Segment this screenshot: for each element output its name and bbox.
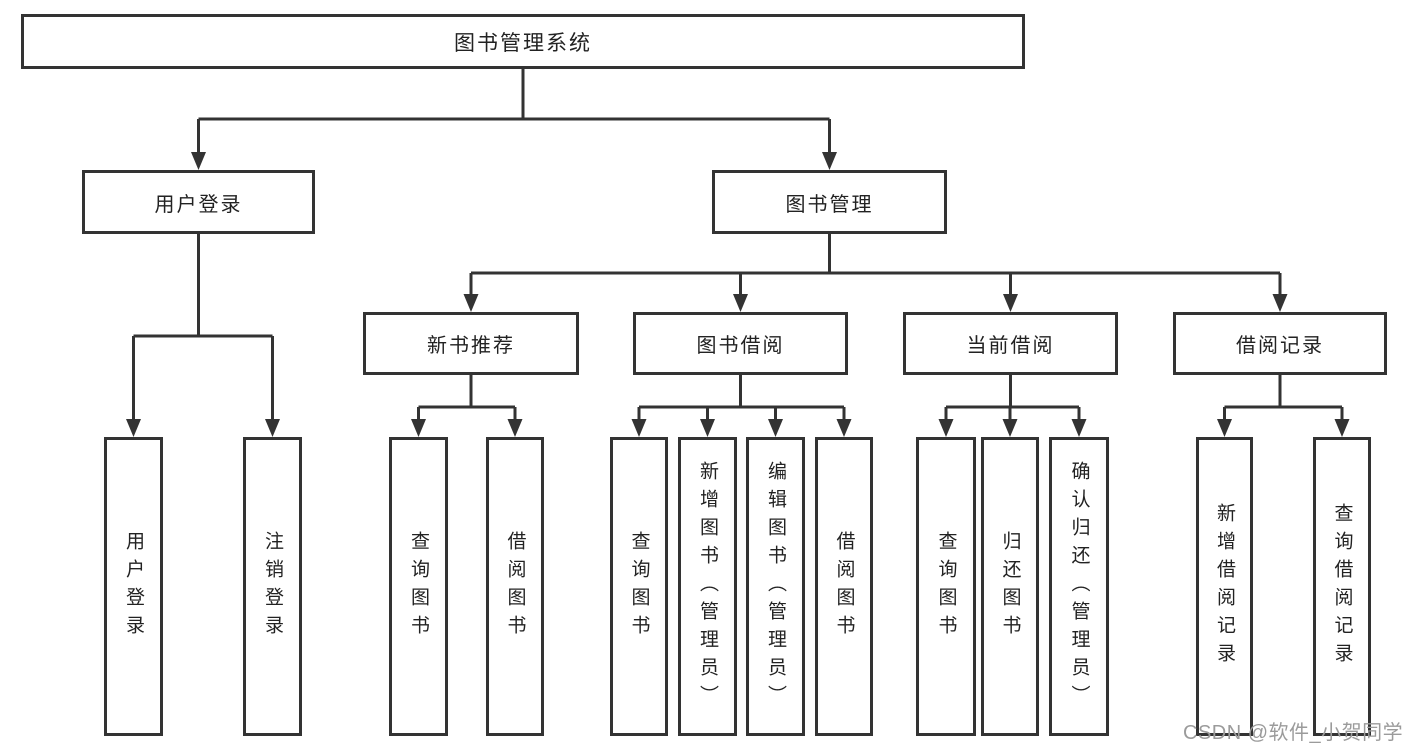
arrowhead-icon [768, 419, 783, 437]
node-label: 查询借阅记录 [1331, 502, 1353, 671]
connector-borrowing-records-children [1217, 375, 1350, 437]
node-label: 借阅图书 [504, 530, 526, 643]
arrowhead-icon [411, 419, 426, 437]
watermark: CSDN @软件_小贺同学 [1183, 722, 1404, 744]
arrowhead-icon [191, 152, 206, 170]
node-current-borrowing: 当前借阅 [903, 312, 1118, 375]
arrowhead-icon [1002, 419, 1018, 437]
arrowhead-icon [507, 419, 523, 437]
node-label: 图书管理 [785, 193, 874, 216]
arrowhead-icon [631, 419, 647, 437]
node-label: 当前借阅 [966, 335, 1055, 357]
node-label: 新增图书（管理员） [697, 460, 718, 713]
connector-line [469, 234, 1282, 297]
node-label: 用户登录 [154, 193, 243, 216]
arrowhead-icon [463, 294, 479, 312]
arrowhead-icon [1217, 419, 1232, 437]
connector-line [637, 375, 846, 421]
leaf-add-book-admin: 新增图书（管理员） [678, 437, 737, 736]
arrowhead-icon [700, 419, 715, 437]
connector-book-borrowing-children [631, 375, 852, 437]
connector-book-management-children [463, 234, 1288, 312]
leaf-query-books-current: 查询图书 [916, 437, 976, 736]
arrowhead-icon [1071, 419, 1087, 437]
node-label: 查询图书 [628, 530, 650, 643]
node-label: 查询图书 [408, 530, 429, 643]
leaf-add-borrow-record: 新增借阅记录 [1196, 437, 1253, 736]
arrowhead-icon [265, 419, 280, 437]
node-label: 图书借阅 [696, 335, 785, 357]
connector-current-borrowing-children [938, 375, 1087, 437]
node-label: 归还图书 [999, 530, 1021, 643]
leaf-confirm-return-admin: 确认归还（管理员） [1049, 437, 1109, 736]
connector-line [197, 69, 831, 155]
node-book-borrowing: 图书借阅 [633, 312, 848, 375]
node-label: 查询图书 [935, 530, 957, 643]
node-library-management-system: 图书管理系统 [21, 14, 1025, 69]
leaf-user-login: 用户登录 [104, 437, 163, 736]
leaf-borrow-books-recommend: 借阅图书 [486, 437, 544, 736]
connector-line [417, 375, 517, 421]
node-label: 编辑图书（管理员） [765, 460, 786, 713]
node-label: 图书管理系统 [454, 31, 592, 55]
connector-root-to-level2 [191, 69, 837, 170]
connector-line [944, 375, 1081, 421]
connector-line [132, 234, 274, 422]
arrowhead-icon [1003, 294, 1018, 312]
node-user-login: 用户登录 [82, 170, 315, 234]
leaf-query-books-recommend: 查询图书 [389, 437, 448, 736]
arrowhead-icon [126, 419, 141, 437]
arrowhead-icon [733, 294, 748, 312]
leaf-borrow-books-borrowing: 借阅图书 [815, 437, 873, 736]
node-label: 确认归还（管理员） [1068, 460, 1090, 713]
node-book-management: 图书管理 [712, 170, 947, 234]
arrowhead-icon [1272, 294, 1288, 312]
arrowhead-icon [1334, 419, 1350, 437]
node-label: 新增借阅记录 [1214, 502, 1235, 671]
arrowhead-icon [822, 152, 837, 170]
leaf-return-books: 归还图书 [981, 437, 1039, 736]
node-borrowing-records: 借阅记录 [1173, 312, 1387, 375]
arrowhead-icon [836, 419, 852, 437]
node-label: 借阅记录 [1236, 335, 1324, 357]
leaf-logout: 注销登录 [243, 437, 302, 736]
node-new-book-recommend: 新书推荐 [363, 312, 579, 375]
node-label: 用户登录 [123, 530, 144, 643]
leaf-query-books-borrowing: 查询图书 [610, 437, 668, 736]
connector-new-book-recommend-children [411, 375, 523, 437]
arrowhead-icon [938, 419, 954, 437]
node-label: 新书推荐 [427, 335, 515, 357]
leaf-edit-book-admin: 编辑图书（管理员） [746, 437, 805, 736]
leaf-query-borrow-record: 查询借阅记录 [1313, 437, 1371, 736]
connector-line [1223, 375, 1344, 421]
node-label: 借阅图书 [833, 530, 855, 643]
connector-user-login-children [126, 234, 280, 437]
node-label: 注销登录 [262, 530, 283, 643]
